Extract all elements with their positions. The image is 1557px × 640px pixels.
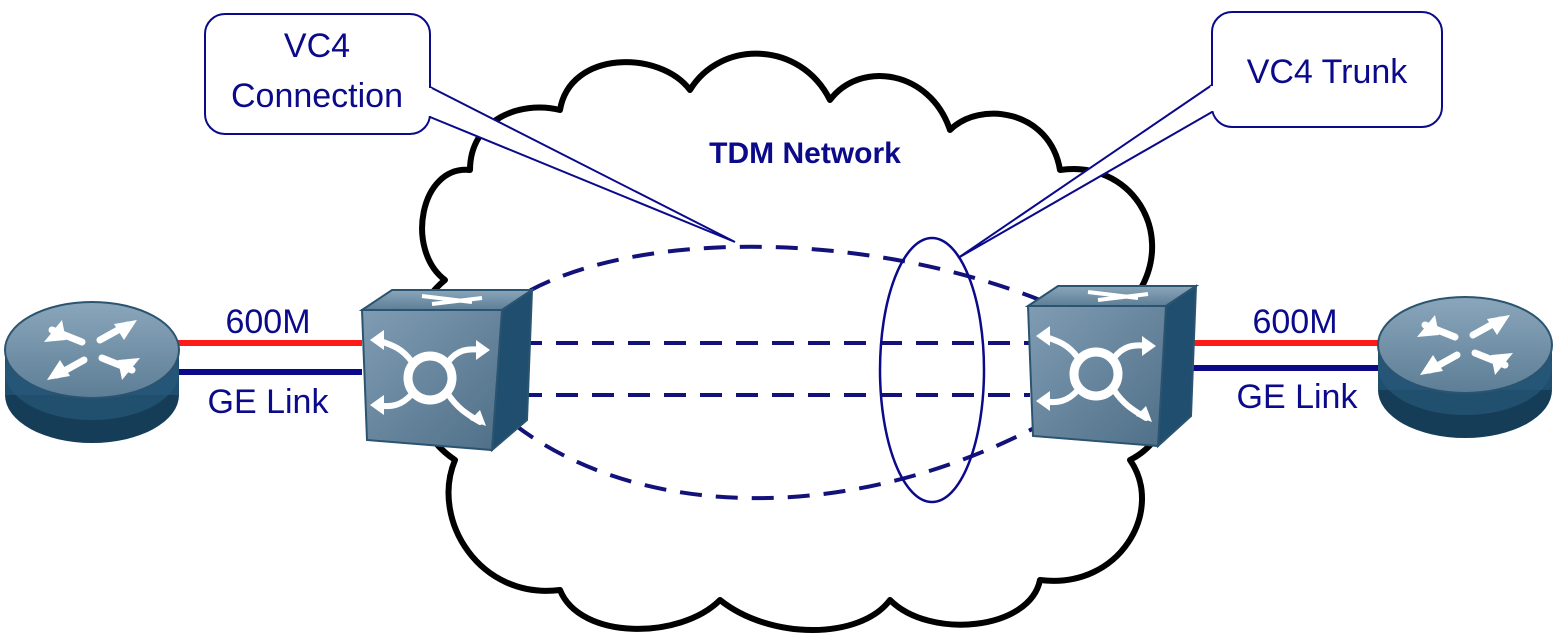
right-bandwidth-label: 600M xyxy=(1252,303,1337,341)
trunk-callout-label: VC4 Trunk xyxy=(1247,53,1409,91)
vc4-trunk-ellipse xyxy=(878,236,986,504)
right-link: 600M GE Link xyxy=(1190,303,1385,416)
vc4-connection-top xyxy=(498,244,1041,312)
router-icon xyxy=(4,301,180,443)
left-link-label: GE Link xyxy=(208,383,330,421)
switch-icon xyxy=(358,288,536,453)
left-bandwidth-label: 600M xyxy=(225,303,310,341)
connection-callout: VC4 Connection xyxy=(204,13,736,243)
right-link-label: GE Link xyxy=(1237,378,1359,416)
network-title: TDM Network xyxy=(709,137,901,170)
trunk-callout: VC4 Trunk xyxy=(957,11,1443,259)
vc4-connections xyxy=(498,244,1041,501)
vc4-connection-bottom xyxy=(513,423,1041,501)
connection-callout-line1: VC4 xyxy=(284,27,350,65)
connection-callout-line2: Connection xyxy=(231,77,403,115)
left-link: 600M GE Link xyxy=(175,303,362,421)
router-icon xyxy=(1377,296,1553,438)
switch-icon xyxy=(1024,284,1200,449)
